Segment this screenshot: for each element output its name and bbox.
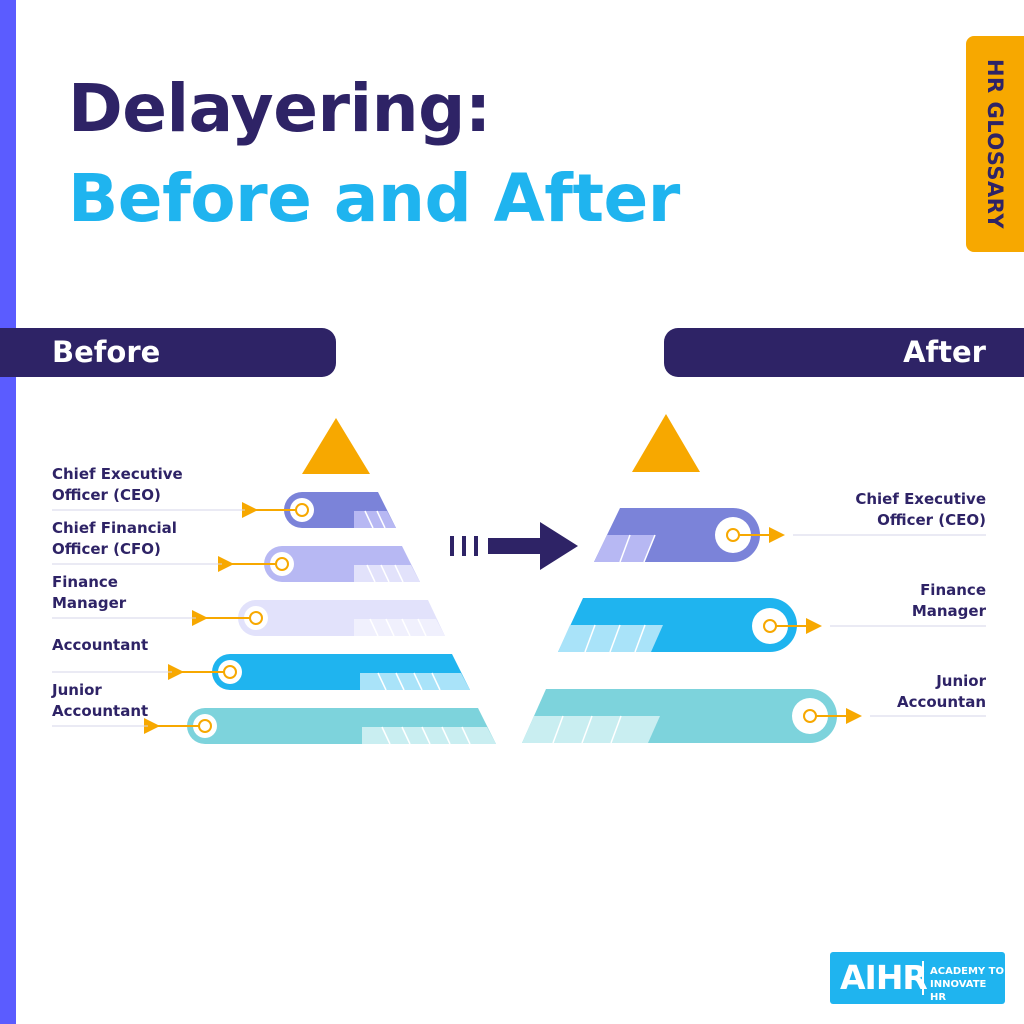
after-tier-ceo	[594, 508, 986, 563]
after-heading: After	[903, 335, 986, 369]
after-label-junior-accountant: Junior Accountan	[896, 672, 986, 711]
before-tier-ceo	[52, 492, 396, 529]
after-tier-finance-manager	[558, 598, 986, 653]
before-pyramid-apex	[302, 418, 370, 474]
logo-tagline: ACADEMY TO INNOVATE HR	[930, 966, 1004, 1003]
glossary-tag	[966, 36, 1024, 252]
after-header-bar: After	[664, 328, 1024, 377]
after-pyramid-apex	[632, 414, 700, 472]
after-label-finance-manager: Finance Manager	[911, 581, 986, 620]
before-label-finance-manager: Finance Manager	[52, 573, 127, 612]
before-tier-cfo	[52, 546, 420, 583]
after-label-ceo: Chief Executive Officer (CEO)	[855, 490, 986, 529]
title-line-2: Before and After	[68, 160, 680, 237]
before-label-ceo: Chief Executive Officer (CEO)	[52, 465, 183, 504]
title-line-1: Delayering:	[68, 70, 491, 147]
logo-wordmark: AIHR	[840, 958, 928, 997]
before-tier-finance-manager	[52, 600, 445, 637]
transition-arrow-icon	[450, 522, 578, 570]
after-tier-junior-accountant	[522, 689, 986, 744]
before-header-bar: Before	[0, 328, 336, 377]
aihr-logo: AIHR ACADEMY TO INNOVATE HR	[830, 952, 1005, 1004]
logo-divider	[922, 961, 924, 995]
before-label-junior-accountant: Junior Accountant	[52, 681, 149, 720]
before-tier-accountant	[52, 654, 470, 691]
before-heading: Before	[52, 335, 161, 369]
before-label-cfo: Chief Financial Officer (CFO)	[52, 519, 177, 558]
before-label-accountant: Accountant	[52, 636, 149, 654]
left-accent-stripe	[0, 0, 16, 1024]
before-tier-junior-accountant	[52, 708, 496, 745]
